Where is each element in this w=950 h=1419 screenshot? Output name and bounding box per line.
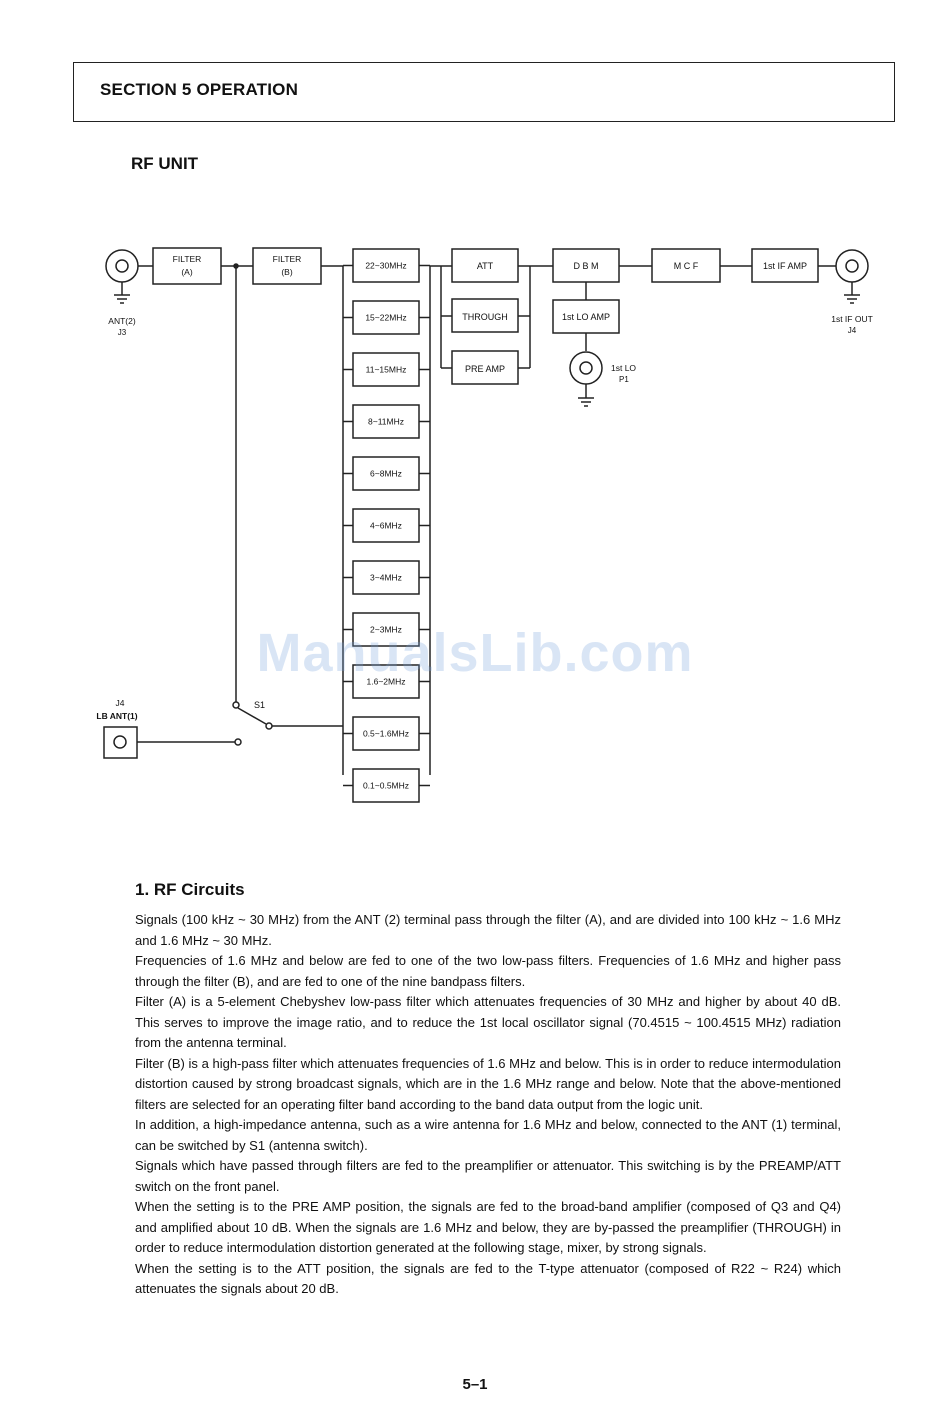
filter-a-label-line1: FILTER xyxy=(173,254,202,264)
paragraph: Filter (B) is a high-pass filter which a… xyxy=(135,1055,841,1112)
j3-label: J3 xyxy=(118,328,127,337)
lo-amp-label: 1st LO AMP xyxy=(562,312,610,322)
dbm-label: D B M xyxy=(573,261,598,271)
bandpass-filter-block xyxy=(352,716,420,751)
bandpass-filter-block xyxy=(352,664,420,699)
bandpass-filter-block xyxy=(352,508,420,543)
paragraph: Filter (A) is a 5-element Chebyshev low-… xyxy=(135,994,841,1050)
filter-b-label-line1: FILTER xyxy=(273,254,302,264)
j4-out-label: J4 xyxy=(848,326,857,335)
bandpass-filter-block xyxy=(352,404,420,439)
att-label: ATT xyxy=(477,261,494,271)
bandpass-filter-block xyxy=(352,612,420,647)
paragraph: When the setting is to the PRE AMP posit… xyxy=(135,1199,841,1255)
lo-connector-inner xyxy=(579,361,593,375)
bandpass-filter-label: 0.1~0.5MHz xyxy=(363,781,409,791)
bandpass-filter-label: 3~4MHz xyxy=(370,573,402,583)
bandpass-filter-label: 8~11MHz xyxy=(368,417,404,427)
mcf-label: M C F xyxy=(674,261,699,271)
bandpass-filter-label: 6~8MHz xyxy=(370,469,402,479)
bandpass-filter-label: 0.5~1.6MHz xyxy=(363,729,409,739)
bandpass-filter-block xyxy=(352,248,420,283)
bandpass-filter-label: 4~6MHz xyxy=(370,521,402,531)
lb-ant-label: LB ANT(1) xyxy=(96,711,137,721)
section-header-box: SECTION 5 OPERATION xyxy=(73,62,895,122)
paragraph: Signals (100 kHz ~ 30 MHz) from the ANT … xyxy=(135,912,841,948)
bandpass-filter-block xyxy=(352,352,420,387)
unit-subtitle: RF UNIT xyxy=(131,154,199,173)
rf-unit-block-diagram: 22~30MHz 15~22MHz 11~15MHz 8~11MHz 6~8MHz 4~6… xyxy=(96,247,873,803)
paragraph: In addition, a high-impedance antenna, s… xyxy=(135,1117,841,1153)
page-number: 5–1 xyxy=(462,1376,488,1393)
if-amp-label: 1st IF AMP xyxy=(763,261,807,271)
filter-b-label-line2: (B) xyxy=(281,267,293,277)
watermark: ManualsLib.com xyxy=(256,623,694,683)
paragraph: When the setting is to the ATT position,… xyxy=(135,1260,841,1297)
section-header-title: SECTION 5 OPERATION xyxy=(100,80,299,99)
bandpass-filter-block xyxy=(352,768,420,803)
through-label: THROUGH xyxy=(462,312,508,322)
rf-circuits-section: 1. RF Circuits Signals (100 kHz ~ 30 MHz… xyxy=(135,880,841,1300)
lo-label: 1st LO xyxy=(611,363,636,373)
if-out-connector-inner xyxy=(845,259,859,273)
ant2-connector-inner xyxy=(115,259,129,273)
section-title: 1. RF Circuits xyxy=(135,880,245,899)
ant2-connector-outer xyxy=(105,249,139,283)
bandpass-filter-label: 15~22MHz xyxy=(365,313,406,323)
if-out-connector-outer xyxy=(835,249,869,283)
filter-a-label-line2: (A) xyxy=(181,267,193,277)
bandpass-filter-label: 22~30MHz xyxy=(365,261,406,271)
paragraph: Frequencies of 1.6 MHz and below are fed… xyxy=(135,953,841,989)
bandpass-filter-label: 1.6~2MHz xyxy=(367,677,406,687)
lo-connector-outer xyxy=(569,351,603,385)
ant2-label: ANT(2) xyxy=(108,316,136,326)
bandpass-filter-stack: 22~30MHz 15~22MHz 11~15MHz 8~11MHz 6~8MHz 4~6… xyxy=(343,248,430,803)
bandpass-filter-block xyxy=(352,456,420,491)
j4-lb-label: J4 xyxy=(116,698,125,708)
bandpass-filter-label: 2~3MHz xyxy=(370,625,402,635)
if-out-label: 1st IF OUT xyxy=(831,314,873,324)
pre-amp-label: PRE AMP xyxy=(465,364,505,374)
p1-label: P1 xyxy=(619,375,629,384)
paragraph: Signals which have passed through filter… xyxy=(135,1158,841,1194)
bandpass-filter-block xyxy=(352,560,420,595)
bandpass-filter-label: 11~15MHz xyxy=(366,365,407,375)
lb-ant-connector xyxy=(103,726,138,759)
s1-label: S1 xyxy=(254,700,265,710)
bandpass-filter-block xyxy=(352,300,420,335)
